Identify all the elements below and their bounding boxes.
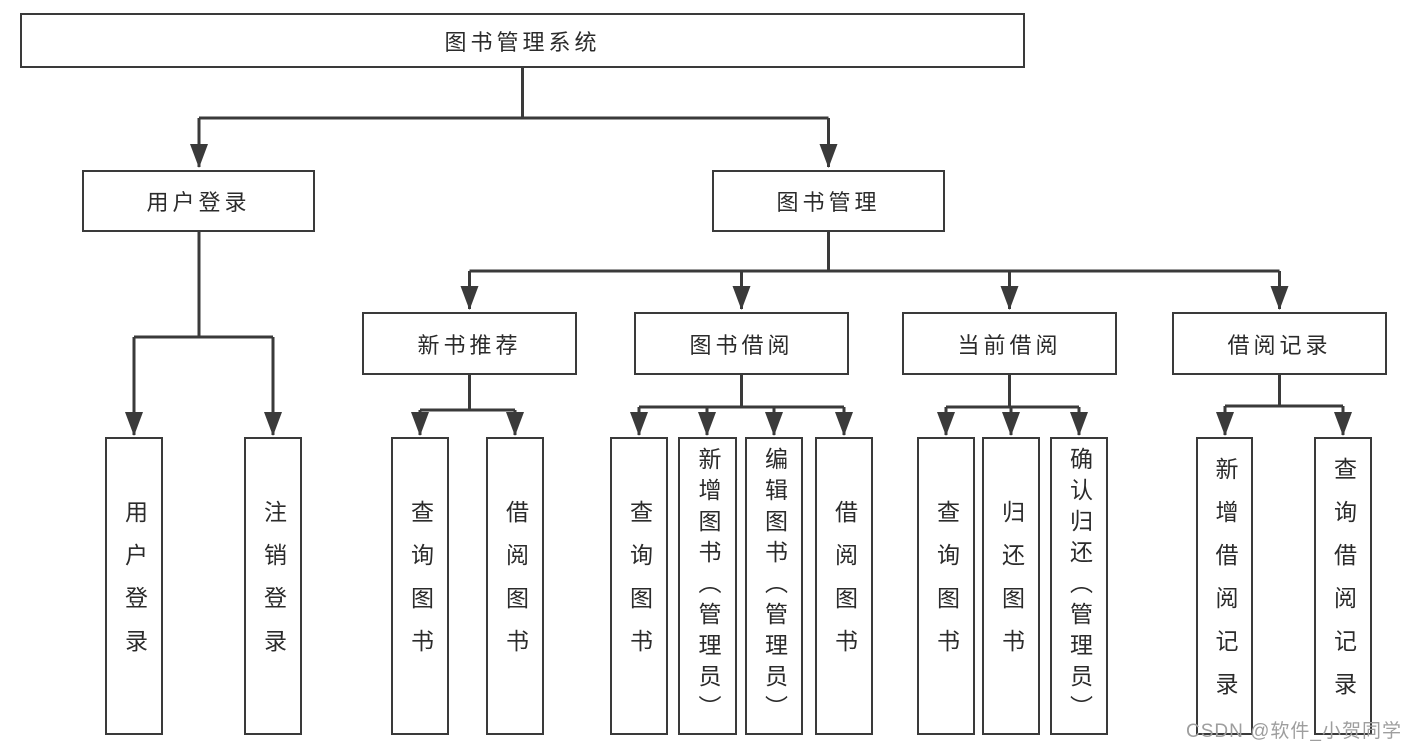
node-label: 编辑图书（管理员） [761,446,788,726]
node-label: 查询图书 [407,500,434,672]
node-label: 借阅图书 [502,500,529,672]
node-label: 新书推荐 [417,332,522,358]
node-leaf-return-books: 归还图书 [982,437,1040,735]
node-leaf-query-books-recommend: 查询图书 [391,437,449,735]
node-leaf-query-borrow-record: 查询借阅记录 [1314,437,1372,735]
node-leaf-query-books-current: 查询图书 [917,437,975,735]
node-current-borrowing: 当前借阅 [902,312,1117,375]
node-book-management: 图书管理 [712,170,945,232]
node-borrowing-records: 借阅记录 [1172,312,1387,375]
node-label: 图书借阅 [689,332,794,358]
node-label: 图书管理 [776,190,881,215]
node-label: 新增图书（管理员） [695,446,721,726]
node-new-book-recommend: 新书推荐 [362,312,577,375]
node-library-management-system: 图书管理系统 [20,13,1025,68]
node-label: 确认归还（管理员） [1066,446,1093,726]
node-leaf-logout: 注销登录 [244,437,302,735]
node-label: 当前借阅 [957,332,1062,358]
node-label: 借阅记录 [1227,332,1332,358]
watermark: CSDN @软件_小贺同学 [1186,721,1402,742]
node-label: 查询借阅记录 [1330,457,1357,715]
node-book-borrowing: 图书借阅 [634,312,849,375]
node-label: 注销登录 [260,500,287,672]
node-leaf-add-books-admin: 新增图书（管理员） [678,437,737,735]
node-leaf-add-borrow-record: 新增借阅记录 [1196,437,1253,735]
node-leaf-borrow-books-recommend: 借阅图书 [486,437,544,735]
node-label: 归还图书 [998,500,1025,672]
node-label: 查询图书 [626,500,653,672]
node-leaf-query-books-borrowing: 查询图书 [610,437,668,735]
node-label: 用户登录 [146,190,251,215]
node-leaf-borrow-books: 借阅图书 [815,437,873,735]
node-user-login: 用户登录 [82,170,315,232]
node-leaf-edit-books-admin: 编辑图书（管理员） [745,437,803,735]
node-label: 用户登录 [121,500,148,672]
node-label: 借阅图书 [831,500,858,672]
tree-branch-lines [134,66,1343,412]
node-label: 查询图书 [933,500,960,672]
node-leaf-confirm-return-admin: 确认归还（管理员） [1050,437,1108,735]
node-label: 图书管理系统 [444,29,601,55]
node-label: 新增借阅记录 [1212,457,1238,715]
node-leaf-user-login: 用户登录 [105,437,163,735]
